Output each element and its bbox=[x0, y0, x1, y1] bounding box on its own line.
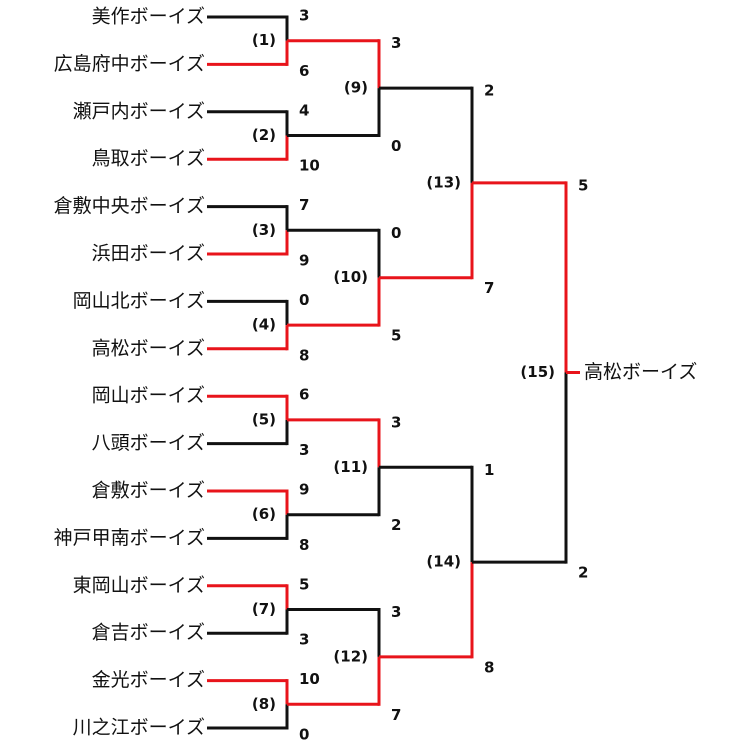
match-label: (10) bbox=[333, 268, 368, 286]
team-name: 広島府中ボーイズ bbox=[54, 53, 205, 75]
score: 8 bbox=[299, 346, 309, 364]
score: 0 bbox=[391, 137, 401, 155]
score: 0 bbox=[299, 291, 309, 309]
bracket-labels: 美作ボーイズ広島府中ボーイズ瀬戸内ボーイズ鳥取ボーイズ倉敷中央ボーイズ浜田ボーイ… bbox=[54, 6, 698, 744]
score: 7 bbox=[484, 279, 494, 297]
score: 8 bbox=[484, 658, 494, 676]
team-name: 岡山ボーイズ bbox=[92, 385, 205, 407]
score: 0 bbox=[299, 726, 309, 744]
score: 2 bbox=[578, 564, 588, 582]
match-label: (6) bbox=[252, 505, 276, 523]
team-name: 浜田ボーイズ bbox=[92, 243, 205, 265]
match-label: (15) bbox=[520, 363, 555, 381]
score: 3 bbox=[299, 631, 309, 649]
match-label: (13) bbox=[426, 173, 461, 191]
team-name: 高松ボーイズ bbox=[92, 337, 205, 359]
score: 3 bbox=[391, 603, 401, 621]
match-label: (9) bbox=[344, 79, 368, 97]
score: 5 bbox=[578, 176, 588, 194]
team-name: 金光ボーイズ bbox=[92, 669, 205, 691]
score: 5 bbox=[391, 327, 401, 345]
match-label: (11) bbox=[333, 458, 368, 476]
team-name: 東岡山ボーイズ bbox=[73, 574, 205, 596]
champion-name: 高松ボーイズ bbox=[584, 361, 697, 383]
score: 6 bbox=[299, 62, 309, 80]
score: 3 bbox=[299, 441, 309, 459]
team-name: 倉敷中央ボーイズ bbox=[54, 195, 205, 217]
team-name: 岡山北ボーイズ bbox=[73, 290, 205, 312]
score: 5 bbox=[299, 575, 309, 593]
score: 9 bbox=[299, 252, 309, 270]
match-label: (7) bbox=[252, 600, 276, 618]
team-name: 八頭ボーイズ bbox=[92, 432, 205, 454]
score: 6 bbox=[299, 386, 309, 404]
score: 7 bbox=[299, 196, 309, 214]
score: 4 bbox=[299, 101, 309, 119]
match-label: (5) bbox=[252, 410, 276, 428]
score: 0 bbox=[391, 224, 401, 242]
match-label: (12) bbox=[333, 647, 368, 665]
team-name: 神戸甲南ボーイズ bbox=[54, 527, 205, 549]
score: 7 bbox=[391, 706, 401, 724]
team-name: 倉敷ボーイズ bbox=[92, 480, 205, 502]
team-name: 瀬戸内ボーイズ bbox=[73, 100, 205, 122]
bracket-lines bbox=[207, 15, 580, 730]
score: 1 bbox=[484, 461, 494, 479]
team-name: 鳥取ボーイズ bbox=[92, 148, 205, 170]
team-name: 川之江ボーイズ bbox=[73, 717, 205, 739]
score: 3 bbox=[299, 7, 309, 25]
match-label: (14) bbox=[426, 553, 461, 571]
team-name: 倉吉ボーイズ bbox=[92, 622, 205, 644]
score: 2 bbox=[391, 516, 401, 534]
team-name: 美作ボーイズ bbox=[92, 6, 205, 28]
match-label: (8) bbox=[252, 695, 276, 713]
match-label: (1) bbox=[252, 31, 276, 49]
score: 8 bbox=[299, 536, 309, 554]
match-label: (2) bbox=[252, 126, 276, 144]
score: 10 bbox=[299, 157, 320, 175]
match-label: (3) bbox=[252, 221, 276, 239]
score: 3 bbox=[391, 34, 401, 52]
score: 10 bbox=[299, 670, 320, 688]
match-label: (4) bbox=[252, 316, 276, 334]
score: 3 bbox=[391, 413, 401, 431]
score: 9 bbox=[299, 481, 309, 499]
score: 2 bbox=[484, 82, 494, 100]
